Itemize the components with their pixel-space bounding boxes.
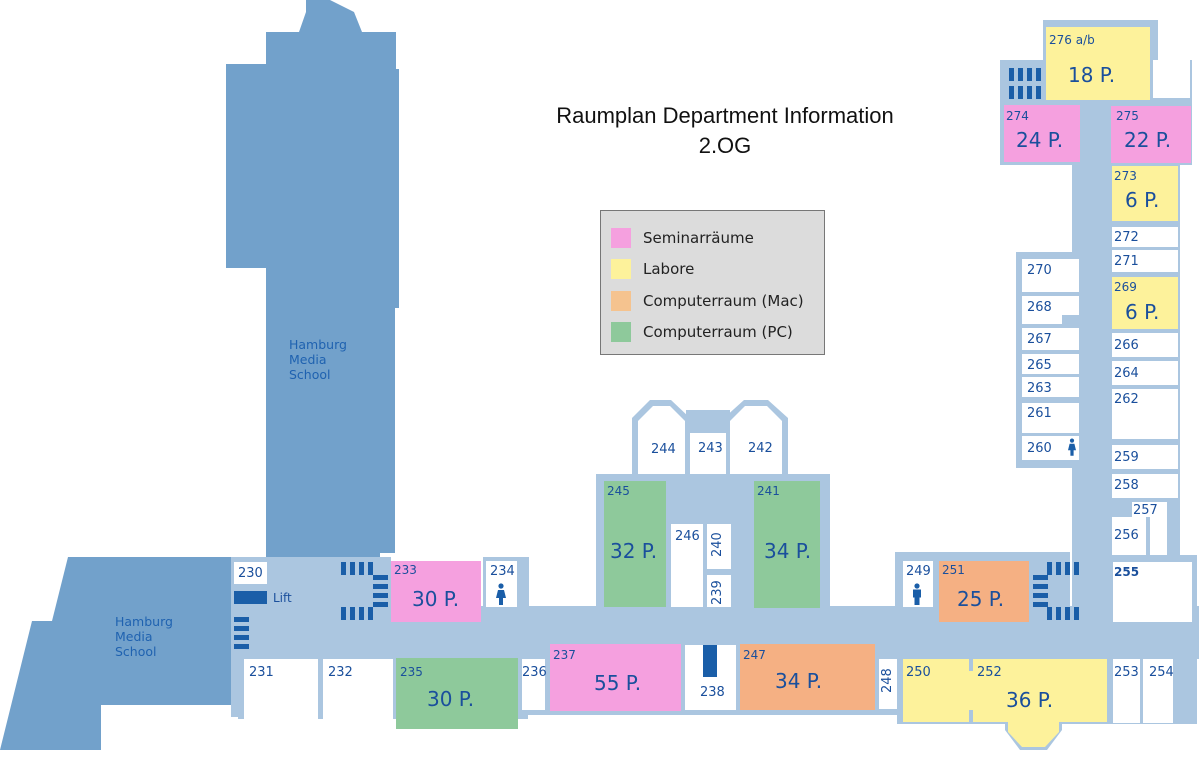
room-242[interactable]: 242 [748, 441, 773, 456]
room-247[interactable]: 247 [743, 648, 766, 662]
lift-shaft [234, 591, 267, 604]
rooms-other [234, 60, 1192, 728]
room-251-capacity: 25 P. [957, 587, 1005, 611]
room-244[interactable]: 244 [651, 442, 676, 457]
room-273-capacity: 6 P. [1125, 188, 1160, 212]
neighbor-building-tower [226, 0, 399, 557]
legend: Seminarräume Labore Computerraum (Mac) C… [600, 210, 825, 355]
legend-label: Computerraum (Mac) [643, 292, 804, 310]
men-toilet-icon [913, 583, 921, 605]
legend-item-pc: Computerraum (PC) [611, 322, 793, 342]
room-267[interactable]: 267 [1027, 332, 1052, 347]
room-237[interactable]: 237 [553, 648, 576, 662]
legend-swatch-mac [611, 291, 631, 311]
room-260[interactable]: 260 [1027, 441, 1052, 456]
legend-label: Labore [643, 260, 695, 278]
room-264[interactable]: 264 [1114, 366, 1139, 381]
room-265[interactable]: 265 [1027, 358, 1052, 373]
room-250[interactable]: 250 [906, 665, 931, 680]
women-toilet-icon [496, 583, 506, 605]
room-235-capacity: 30 P. [427, 687, 475, 711]
room-257[interactable]: 257 [1133, 503, 1158, 518]
neighbor-building-label-top: Hamburg Media School [289, 337, 347, 382]
room-271[interactable]: 271 [1114, 254, 1139, 269]
legend-swatch-seminar [611, 228, 631, 248]
room-261[interactable]: 261 [1027, 406, 1052, 421]
label-line: School [289, 367, 331, 382]
room-272[interactable]: 272 [1114, 230, 1139, 245]
neighbor-building-left [0, 557, 231, 750]
room-254[interactable]: 254 [1149, 665, 1174, 680]
women-toilet-icon [1068, 438, 1076, 456]
room-249[interactable]: 249 [906, 564, 931, 579]
label-line: Media [289, 352, 327, 367]
room-269[interactable]: 269 [1114, 280, 1137, 294]
room-253[interactable]: 253 [1114, 665, 1139, 680]
room-236[interactable]: 236 [522, 665, 547, 680]
room-241-capacity: 34 P. [764, 539, 812, 563]
room-274-capacity: 24 P. [1016, 128, 1064, 152]
room-240[interactable]: 240 [710, 532, 725, 557]
label-line: School [115, 644, 157, 659]
lift-label: Lift [273, 591, 292, 605]
room-255[interactable]: 255 [1114, 565, 1140, 579]
room-246[interactable]: 246 [675, 529, 700, 544]
room-252[interactable]: 252 [977, 665, 1002, 680]
room-231[interactable]: 231 [249, 665, 274, 680]
room-266[interactable]: 266 [1114, 338, 1139, 353]
room-275[interactable]: 275 [1116, 109, 1139, 123]
legend-label: Seminarräume [643, 229, 754, 247]
lift-238 [703, 645, 717, 677]
label-line: Hamburg [115, 614, 173, 629]
room-245-capacity: 32 P. [610, 539, 658, 563]
room-276ab-capacity: 18 P. [1068, 63, 1116, 87]
room-234[interactable]: 234 [490, 564, 515, 579]
title-line-2: 2.OG [698, 133, 752, 158]
room-275-capacity: 22 P. [1124, 128, 1172, 152]
room-259[interactable]: 259 [1114, 450, 1139, 465]
room-276ab[interactable]: 276 a/b [1049, 33, 1095, 47]
room-262[interactable]: 262 [1114, 392, 1139, 407]
room-233[interactable]: 233 [394, 563, 417, 577]
room-230[interactable]: 230 [238, 566, 263, 581]
room-237-capacity: 55 P. [594, 671, 642, 695]
neighbor-building-label-bottom: Hamburg Media School [115, 614, 173, 659]
room-233-capacity: 30 P. [412, 587, 460, 611]
room-239[interactable]: 239 [710, 580, 725, 605]
room-258[interactable]: 258 [1114, 478, 1139, 493]
stairs [234, 68, 1079, 677]
legend-swatch-pc [611, 322, 631, 342]
page-title: Raumplan Department Information 2.OG [470, 101, 980, 161]
legend-label: Computerraum (PC) [643, 323, 793, 341]
room-247-capacity: 34 P. [775, 669, 823, 693]
room-269-capacity: 6 P. [1125, 300, 1160, 324]
rooms-colored [391, 27, 1191, 747]
room-263[interactable]: 263 [1027, 381, 1052, 396]
room-248[interactable]: 248 [880, 668, 895, 693]
room-256[interactable]: 256 [1114, 528, 1139, 543]
room-241[interactable]: 241 [757, 484, 780, 498]
room-274[interactable]: 274 [1006, 109, 1029, 123]
room-251[interactable]: 251 [942, 563, 965, 577]
legend-swatch-labor [611, 259, 631, 279]
room-245[interactable]: 245 [607, 484, 630, 498]
room-252-capacity: 36 P. [1006, 688, 1054, 712]
label-line: Media [115, 629, 153, 644]
room-270[interactable]: 270 [1027, 263, 1052, 278]
title-line-1: Raumplan Department Information [556, 103, 894, 128]
room-273[interactable]: 273 [1114, 169, 1137, 183]
room-243[interactable]: 243 [698, 441, 723, 456]
room-232[interactable]: 232 [328, 665, 353, 680]
legend-item-mac: Computerraum (Mac) [611, 291, 804, 311]
room-268[interactable]: 268 [1027, 300, 1052, 315]
room-238[interactable]: 238 [700, 685, 725, 700]
legend-item-labor: Labore [611, 259, 694, 279]
legend-item-seminar: Seminarräume [611, 228, 754, 248]
room-235[interactable]: 235 [400, 665, 423, 679]
label-line: Hamburg [289, 337, 347, 352]
